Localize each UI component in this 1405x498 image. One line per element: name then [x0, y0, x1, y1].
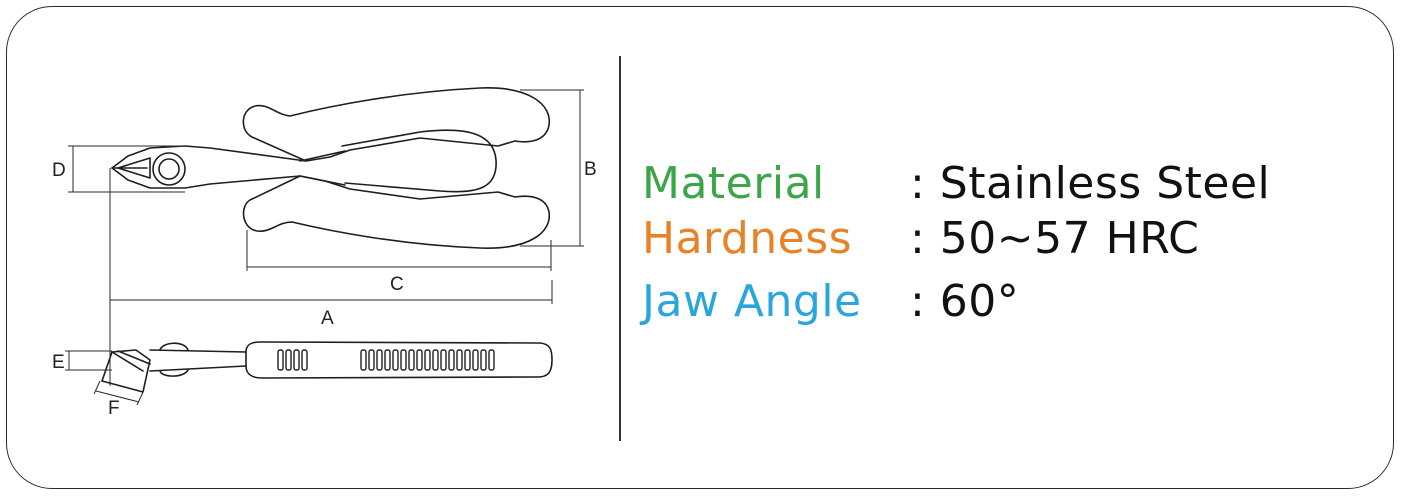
material-value: : Stainless Steel	[910, 158, 1271, 209]
dim-e-label: E	[52, 352, 65, 373]
dim-f-label: F	[108, 398, 120, 419]
lower-jaw	[111, 167, 301, 189]
pivot-inner	[158, 158, 180, 180]
hardness-value: : 50~57 HRC	[910, 213, 1200, 264]
grip-ribs	[277, 349, 495, 371]
jaw-angle-value: : 60°	[910, 276, 1020, 327]
side-jaw-edge	[111, 350, 151, 372]
grip-loop	[341, 129, 497, 193]
spec-row-hardness: Hardness : 50~57 HRC	[642, 213, 1199, 264]
hardness-label: Hardness	[642, 213, 853, 264]
lower-handle	[242, 175, 550, 249]
side-jaw	[101, 349, 151, 393]
material-label: Material	[642, 158, 825, 209]
jaw-angle-label: Jaw Angle	[642, 276, 862, 327]
dim-c-label: C	[390, 274, 404, 295]
spec-row-jaw-angle: Jaw Angle : 60°	[642, 276, 1019, 327]
upper-jaw	[111, 145, 307, 169]
pivot-outer	[152, 152, 186, 186]
vertical-divider	[619, 56, 621, 441]
dim-a-label: A	[321, 308, 334, 329]
side-handle	[245, 341, 553, 379]
dim-d-label: D	[52, 160, 66, 181]
upper-handle	[242, 87, 550, 162]
spec-row-material: Material : Stainless Steel	[642, 158, 1270, 209]
spring-line	[299, 150, 346, 186]
jaw-bevel	[117, 157, 151, 179]
side-pivot	[159, 342, 189, 377]
dimension-lines	[65, 89, 584, 406]
dim-b-label: B	[584, 159, 597, 180]
spec-card	[6, 6, 1394, 489]
side-shaft	[149, 349, 247, 372]
